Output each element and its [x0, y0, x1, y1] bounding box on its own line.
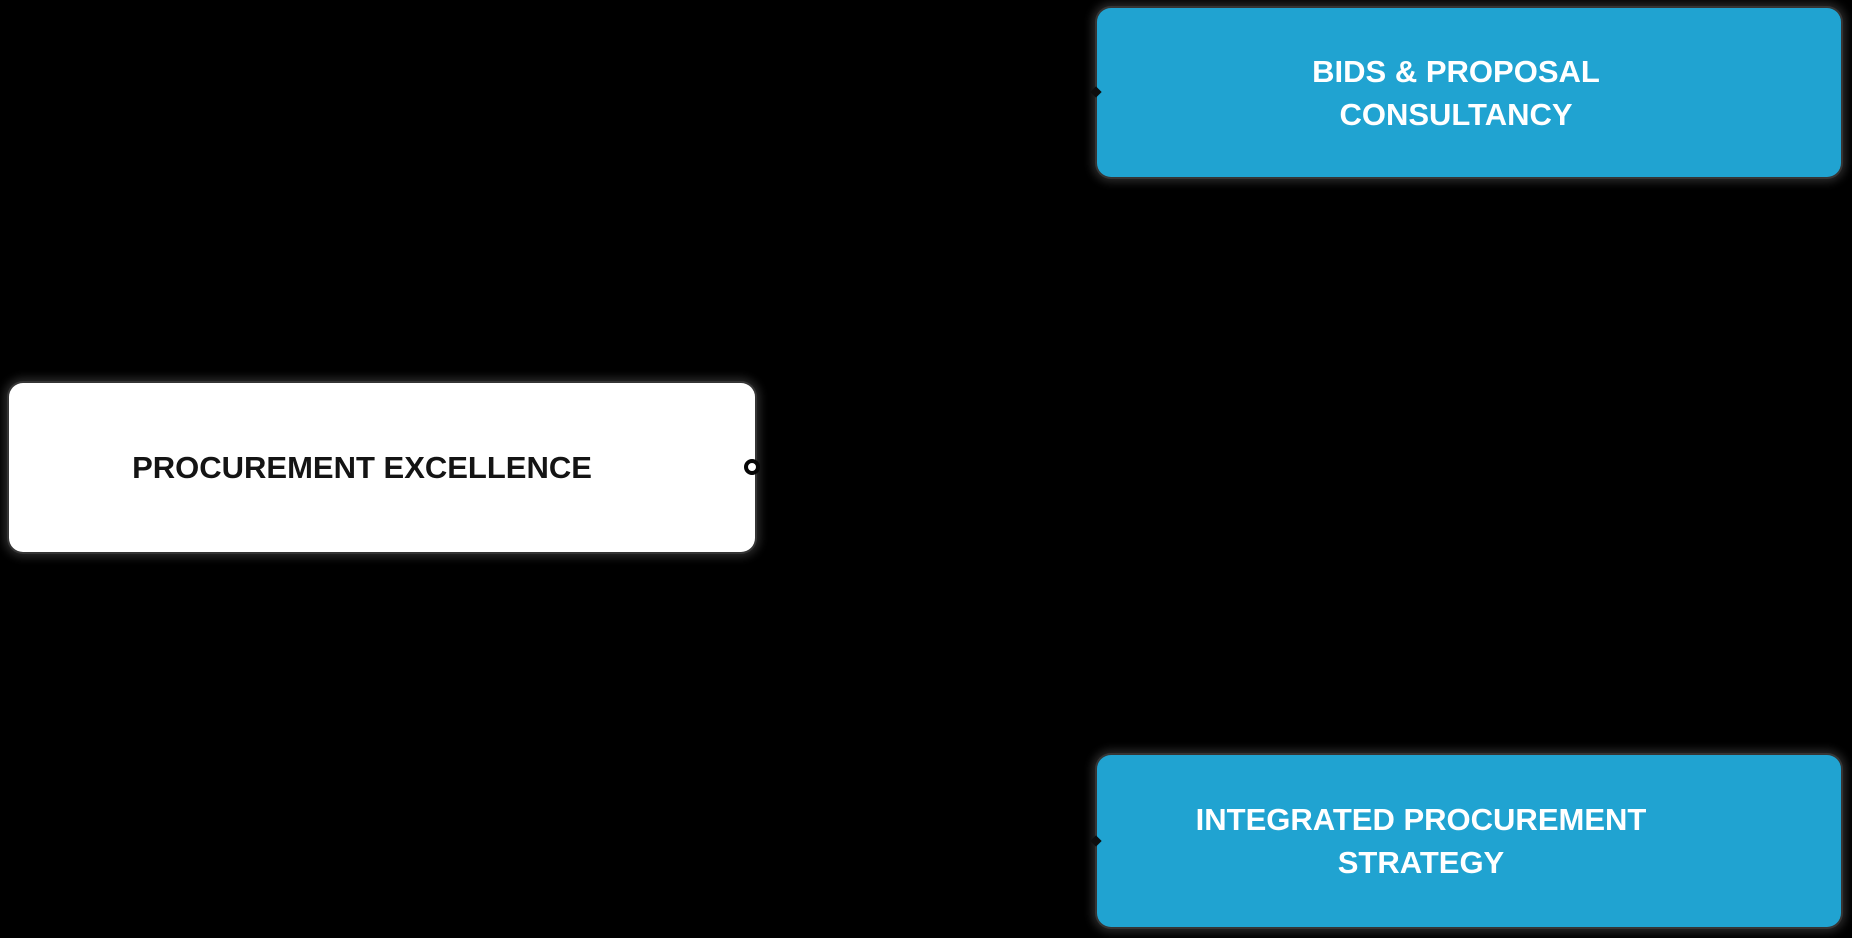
node-integrated-procurement-strategy[interactable]: INTEGRATED PROCUREMENT STRATEGY	[1097, 755, 1841, 927]
connector-line-root-to-bids	[753, 90, 1097, 469]
node-label: BIDS & PROPOSAL CONSULTANCY	[1312, 50, 1600, 136]
connector-line-root-to-strategy	[753, 465, 1097, 843]
node-bids-proposal-consultancy[interactable]: BIDS & PROPOSAL CONSULTANCY	[1097, 8, 1841, 177]
node-label: INTEGRATED PROCUREMENT STRATEGY	[1196, 798, 1647, 884]
node-procurement-excellence[interactable]: PROCUREMENT EXCELLENCE	[9, 383, 755, 552]
node-label-line2: CONSULTANCY	[1339, 96, 1573, 132]
node-label: PROCUREMENT EXCELLENCE	[132, 450, 592, 485]
node-label-line1: INTEGRATED PROCUREMENT	[1195, 802, 1647, 837]
node-label-line2: STRATEGY	[1337, 845, 1505, 880]
node-label-line1: BIDS & PROPOSAL	[1312, 53, 1600, 89]
connection-handle[interactable]	[744, 459, 760, 475]
